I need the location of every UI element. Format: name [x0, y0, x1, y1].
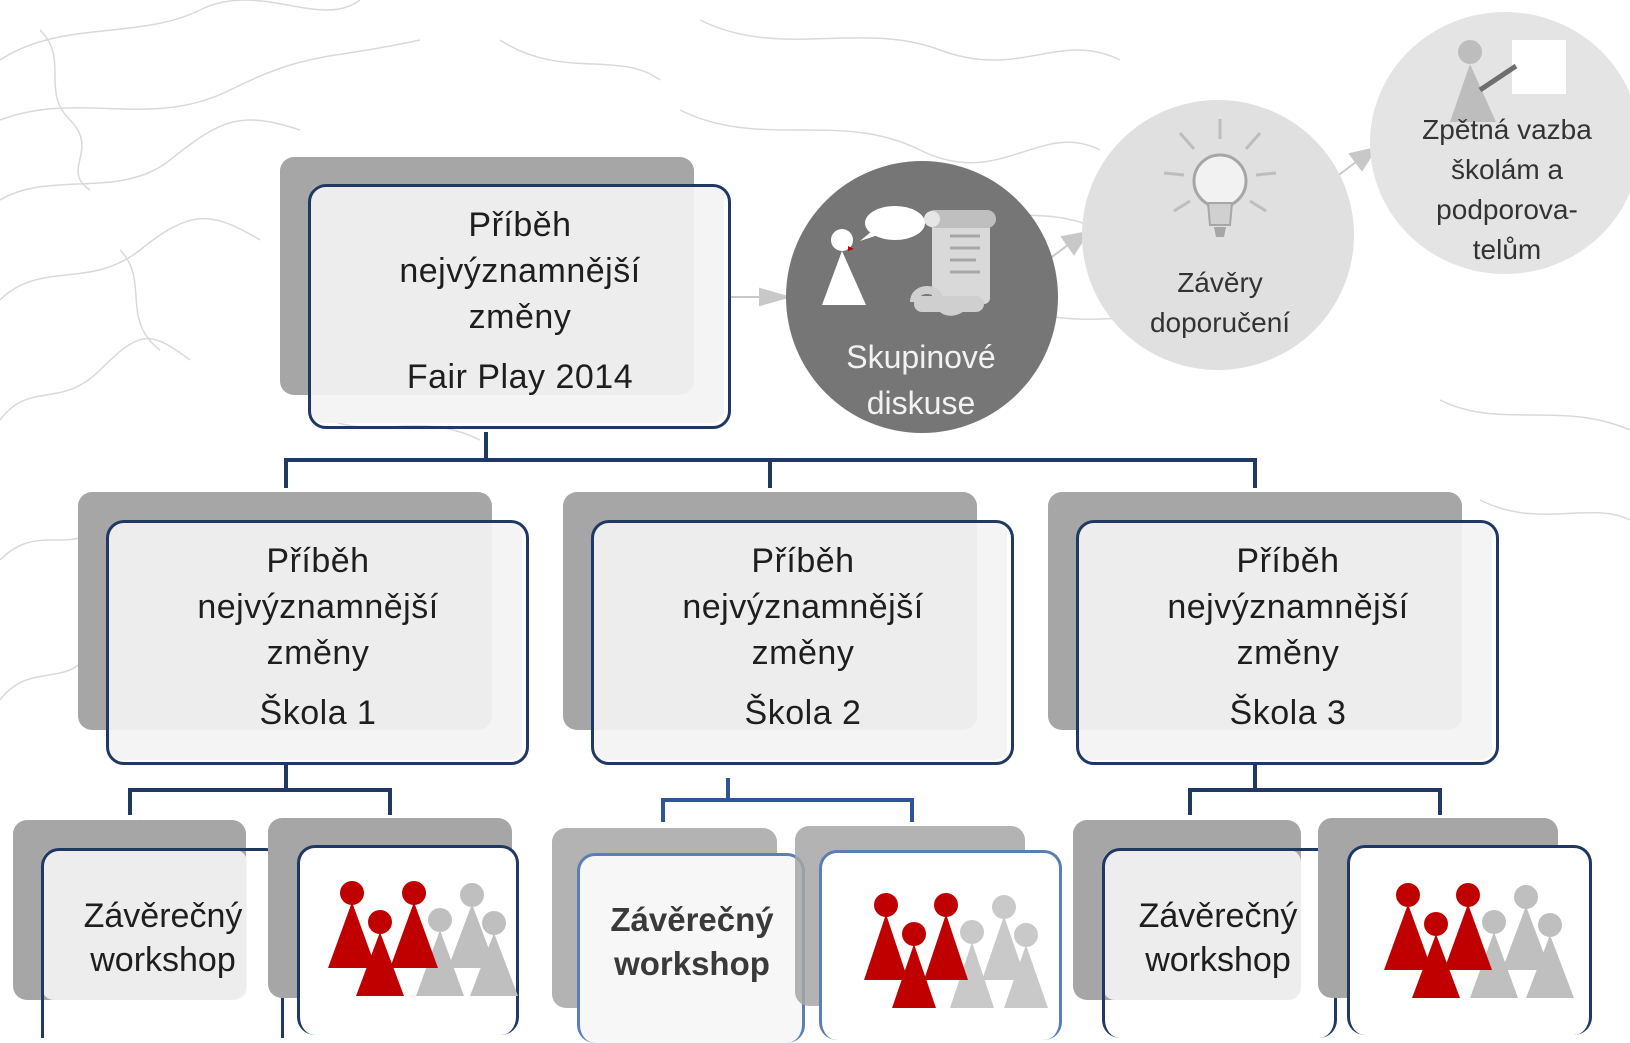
top-box-fill: [310, 185, 724, 423]
school1-subtitle: Škola 1: [259, 694, 377, 732]
people-group-icon: [864, 893, 1048, 1008]
top-story-subtitle: Fair Play 2014: [406, 358, 634, 396]
ws3-workshop-label: Závěrečný workshop: [1138, 897, 1298, 979]
school2-title: Příběh nejvýznamnější změny: [682, 542, 924, 672]
school2-fill: [593, 522, 1007, 760]
school1-fill: [108, 522, 522, 760]
ws3-fill: [1103, 850, 1301, 1000]
top-story-text: Příběh nejvýznamnější změny Fair Play 20…: [370, 202, 670, 400]
scroll-icon: [910, 210, 996, 316]
school3-story-box: [1076, 520, 1499, 765]
top-story-title: Příběh nejvýznamnější změny: [399, 206, 641, 336]
conclusions-label: Závěry doporučení: [1149, 267, 1291, 338]
school2-story-box: [591, 520, 1014, 765]
school2-story-text: Příběh nejvýznamnější změny Škola 2: [653, 538, 953, 736]
ws1-fill: [42, 850, 247, 1000]
top-story-box: [308, 184, 731, 429]
feedback-circle: [1370, 12, 1630, 274]
ws2-workshop-label: Závěrečný workshop: [610, 901, 774, 982]
school3-story-text: Příběh nejvýznamnější změny Škola 3: [1138, 538, 1438, 736]
school1-story-box: [106, 520, 529, 765]
school2-subtitle: Škola 2: [744, 694, 862, 732]
ws2-workshop-box: [577, 853, 805, 1043]
ws1-workshop-label: Závěrečný workshop: [83, 897, 243, 979]
school1-title: Příběh nejvýznamnější změny: [197, 542, 439, 672]
school3-title: Příběh nejvýznamnější změny: [1167, 542, 1409, 672]
people-group-icon: [328, 881, 518, 996]
people-group-icon: [1384, 883, 1574, 998]
feedback-label: Zpětná vazba školám a podporova-telům: [1422, 114, 1592, 265]
school3-fill: [1078, 522, 1492, 760]
group-discussion-label: Skupinové diskuse: [846, 339, 996, 421]
speech-bubble-icon: [822, 206, 925, 305]
presenter-icon: [1450, 40, 1566, 122]
school3-subtitle: Škola 3: [1229, 694, 1347, 732]
school1-story-text: Příběh nejvýznamnější změny Škola 1: [168, 538, 468, 736]
lightbulb-icon: [1163, 119, 1277, 237]
